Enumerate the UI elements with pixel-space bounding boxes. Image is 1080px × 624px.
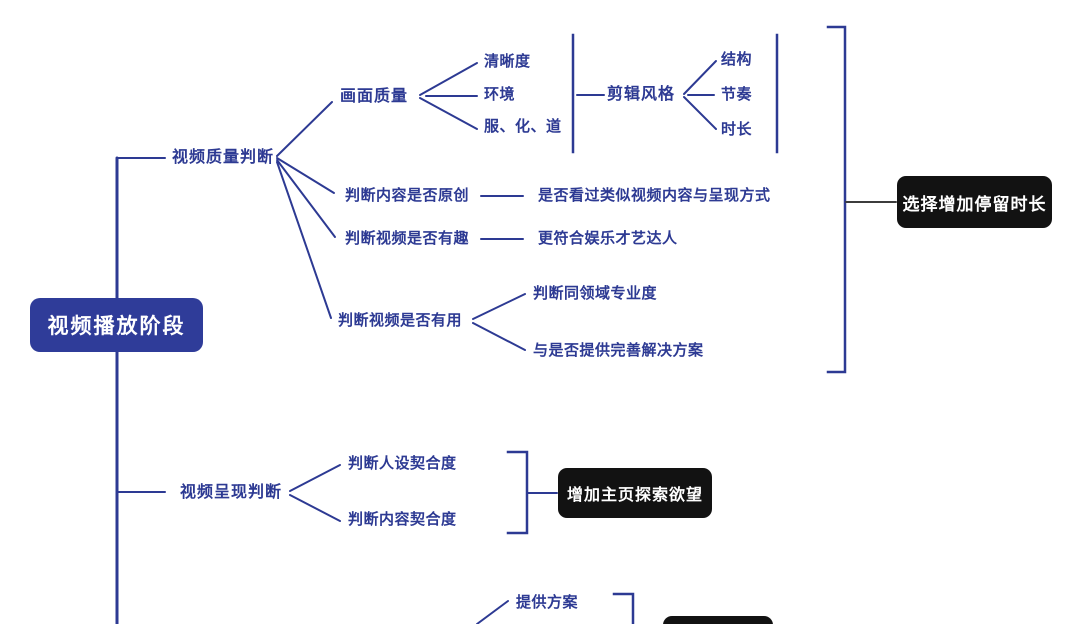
fan-picture-1 [419,62,478,96]
leaf-domain-expertise[interactable]: 判断同领域专业度 [533,285,658,302]
summary-box-increase-stay-duration[interactable]: 选择增加停留时长 [897,176,1052,228]
leaf-environment[interactable]: 环境 [484,86,516,103]
summary-bracket-3-partial [612,592,635,624]
fan-quality-1 [276,101,333,157]
leaf-costume-makeup-props[interactable]: 服、化、道 [484,118,562,135]
fan-useful-1 [472,293,526,320]
fan-picture-3 [419,97,478,130]
fan-style-1 [683,60,717,95]
root-node[interactable]: 视频播放阶段 [30,298,203,352]
fan-presentation-2 [289,494,341,522]
leaf-structure[interactable]: 结构 [721,51,753,68]
leaf-rhythm[interactable]: 节奏 [721,86,753,103]
summary-box-partial[interactable] [663,616,773,624]
fan-quality-4 [276,161,332,319]
leaf-persona-fit[interactable]: 判断人设契合度 [348,455,457,472]
branch-node-video-quality[interactable]: 视频质量判断 [172,149,275,166]
leaf-duration[interactable]: 时长 [721,121,753,138]
fan-bottom-partial [476,600,509,624]
leaf-content-fit[interactable]: 判断内容契合度 [348,511,457,528]
summary-bracket-2 [506,450,529,535]
node-judge-useful[interactable]: 判断视频是否有用 [338,312,463,329]
node-picture-quality[interactable]: 画面质量 [340,88,409,105]
leaf-entertainment-talent[interactable]: 更符合娱乐才艺达人 [538,230,678,247]
branch-node-video-presentation[interactable]: 视频呈现判断 [180,484,283,501]
leaf-provide-solution[interactable]: 提供方案 [516,594,579,611]
fan-quality-2 [276,157,335,194]
leaf-seen-similar-content[interactable]: 是否看过类似视频内容与呈现方式 [538,187,771,204]
fan-style-3 [683,96,717,130]
leaf-complete-solution[interactable]: 与是否提供完善解决方案 [533,342,704,359]
summary-node-editing-style[interactable]: 剪辑风格 [607,86,676,103]
summary-bracket-1 [826,25,847,374]
fan-presentation-1 [289,464,341,492]
summary-box-homepage-exploration[interactable]: 增加主页探索欲望 [558,468,712,518]
leaf-clarity[interactable]: 清晰度 [484,53,531,70]
fan-useful-2 [472,322,526,351]
fan-quality-3 [276,159,336,238]
node-judge-original[interactable]: 判断内容是否原创 [345,187,470,204]
node-judge-interesting[interactable]: 判断视频是否有趣 [345,230,470,247]
